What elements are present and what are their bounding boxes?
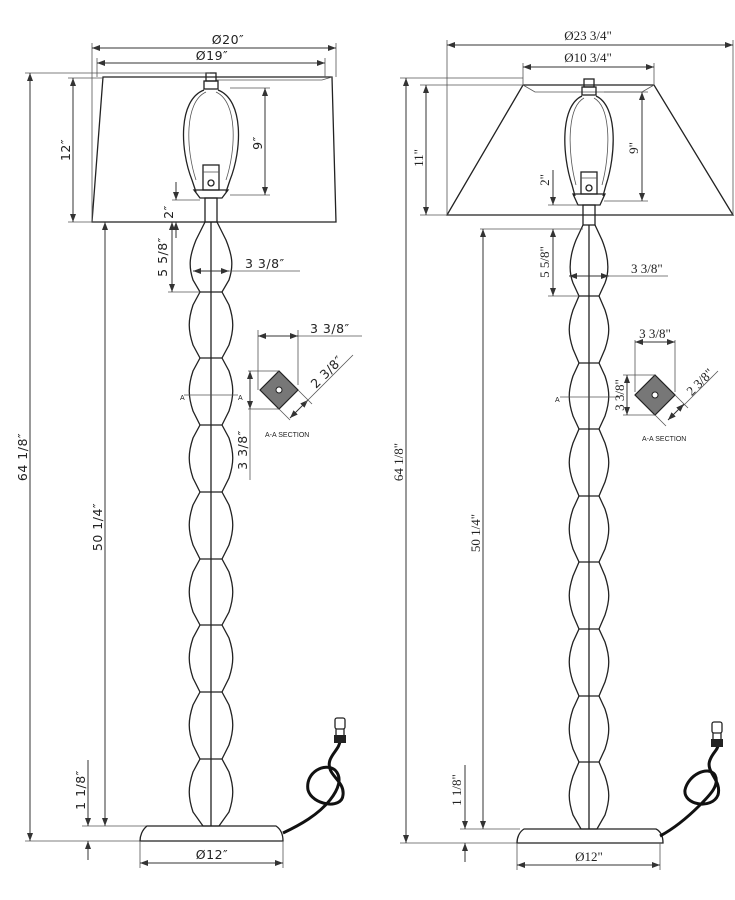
left-base: Ø12″ [139, 825, 284, 868]
right-body-height-dim: 50 1/4" [460, 228, 583, 830]
right-socket-offset-label: 2" [537, 174, 552, 186]
right-segment-height-dim: 5 5/8" [537, 229, 579, 297]
right-shade-top-diameter-label: Ø10 3/4" [564, 50, 612, 65]
left-socket-offset-label: 2″ [161, 205, 176, 219]
left-overall-height-dim: 64 1/8″ [15, 72, 210, 842]
left-base-diameter-label: Ø12″ [196, 847, 228, 862]
right-section-aa-detail: 3 3/8" 3 3/8" 2 3/8" A-A SECTION [612, 326, 719, 443]
right-section-height-label: 3 3/8" [612, 379, 627, 411]
right-section-width-label: 3 3/8" [639, 326, 671, 341]
left-shade-outer-diameter-label: Ø20″ [212, 32, 244, 47]
left-shade-height-dim: 12″ [58, 77, 103, 223]
right-body-height-label: 50 1/4" [468, 514, 483, 552]
left-body-height-dim: 50 1/4″ [82, 222, 150, 827]
left-section-aa-detail: 3 3/8″ 3 3/8″ 2 3/8″ A-A SECTION [235, 321, 362, 480]
left-overall-height-label: 64 1/8″ [15, 433, 30, 481]
left-harp [182, 72, 240, 223]
right-segment-width-dim: 3 3/8" [569, 261, 668, 279]
left-base-height-dim: 1 1/8″ [73, 760, 91, 860]
right-segment-width-label: 3 3/8" [631, 261, 663, 276]
right-harp [564, 78, 614, 226]
right-segment-height-label: 5 5/8" [537, 246, 552, 278]
right-power-cord-icon [659, 721, 723, 838]
right-overall-height-dim: 64 1/8" [391, 77, 523, 844]
right-shade-height-label: 11" [411, 149, 426, 167]
left-lamp-body [188, 221, 234, 827]
left-segment-width-dim: 3 3/8″ [193, 256, 300, 274]
left-section-diagonal-label: 2 3/8″ [307, 352, 346, 391]
right-shade-diameter-dims: Ø23 3/4" Ø10 3/4" [446, 28, 734, 215]
left-shade-height-label: 12″ [58, 139, 73, 161]
right-section-cut-marker: A [555, 396, 620, 404]
left-shade-inner-diameter-label: Ø19″ [196, 48, 228, 63]
right-base-height-label: 1 1/8" [449, 774, 464, 806]
left-section-width-label: 3 3/8″ [310, 321, 350, 336]
left-base-height-label: 1 1/8″ [73, 770, 88, 810]
left-segment-width-label: 3 3/8″ [245, 256, 285, 271]
svg-text:A: A [180, 395, 185, 402]
right-empire-shade [445, 84, 735, 216]
right-base-height-dim: 1 1/8" [449, 765, 468, 862]
right-shade-height-dim: 11" [411, 84, 523, 216]
left-lamp-view: Ø20″ Ø19″ 12″ [15, 32, 362, 868]
left-socket-offset-dim: 2″ [161, 182, 200, 238]
right-lamp-body [568, 224, 610, 830]
right-lamp-view: Ø23 3/4" Ø10 3/4" 11" [391, 28, 735, 870]
left-power-cord-icon [282, 717, 346, 835]
left-section-height-label: 3 3/8″ [235, 430, 250, 470]
right-harp-height-label: 9" [626, 142, 641, 154]
svg-text:A: A [238, 395, 243, 402]
left-segment-height-dim: 5 5/8″ [155, 222, 200, 293]
left-shade-diameter-dims: Ø20″ Ø19″ [91, 32, 337, 222]
left-body-height-label: 50 1/4″ [90, 503, 105, 551]
left-harp-height-dim: 9″ [230, 87, 270, 196]
svg-text:A: A [555, 397, 560, 404]
right-socket-offset-dim: 2" [537, 170, 578, 206]
left-section-cut-marker: A A [180, 394, 243, 402]
right-section-diagonal-label: 2 3/8" [683, 365, 716, 398]
left-drum-shade [91, 76, 337, 223]
right-overall-height-label: 64 1/8" [391, 443, 406, 481]
right-shade-bottom-diameter-label: Ø23 3/4" [564, 28, 612, 43]
left-section-title: A-A SECTION [265, 432, 309, 439]
right-base: Ø12" [516, 828, 664, 870]
left-segment-height-label: 5 5/8″ [155, 237, 170, 277]
right-harp-height-dim: 9" [604, 91, 648, 202]
left-harp-height-label: 9″ [250, 136, 265, 150]
right-base-diameter-label: Ø12" [575, 849, 603, 864]
right-section-title: A-A SECTION [642, 436, 686, 443]
